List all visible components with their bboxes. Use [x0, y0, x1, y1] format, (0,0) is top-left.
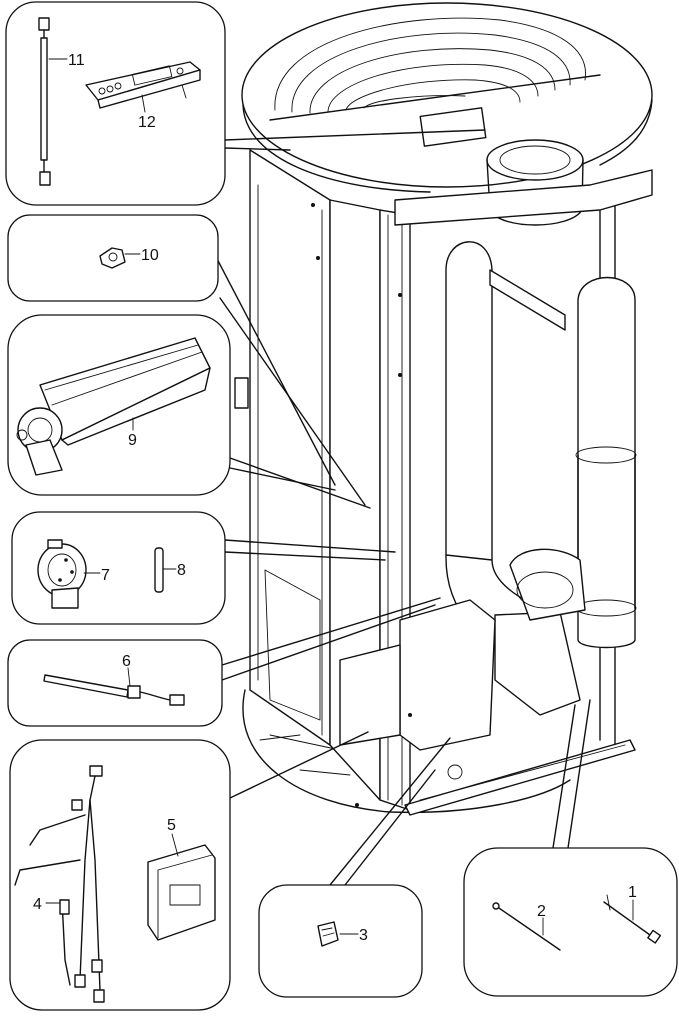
- part-label-4: 4: [33, 896, 42, 913]
- callout-box-1-2: 2 1: [463, 847, 678, 997]
- part-label-1: 1: [628, 884, 637, 901]
- part-8-tube: [154, 547, 177, 593]
- part-label-2: 2: [537, 903, 546, 920]
- part-12-control-panel: [85, 61, 201, 113]
- part-label-10: 10: [141, 247, 159, 264]
- callout-box-6: 6: [7, 639, 223, 727]
- part-1-igniter: [603, 894, 662, 944]
- callout-box-11-12: 11 12: [5, 1, 226, 206]
- part-3-connector: [317, 921, 359, 947]
- callout-box-10: 10: [7, 214, 219, 302]
- callout-box-9: 9: [7, 314, 231, 496]
- callout-box-3: 3: [258, 884, 423, 998]
- main-unit-illustration: [234, 2, 653, 816]
- part-6-probe: [43, 667, 185, 706]
- part-5-control-board: [147, 833, 216, 941]
- leader-lines: [214, 129, 591, 886]
- part-2-electrode: [492, 902, 561, 951]
- part-label-9: 9: [128, 432, 137, 449]
- part-label-11: 11: [68, 52, 85, 69]
- part-9-blower-motor: [16, 337, 211, 476]
- part-11-ribbon-cable: [38, 17, 68, 186]
- part-10-sensor: [99, 247, 141, 269]
- callout-box-7-8: 7 8: [11, 511, 226, 625]
- callout-box-4-5: 4 5: [9, 739, 231, 1011]
- part-4-wiring-harness: [14, 765, 105, 1003]
- part-7-pressure-switch: [37, 539, 101, 609]
- part-label-8: 8: [177, 562, 186, 579]
- part-label-6: 6: [122, 653, 131, 670]
- part-label-3: 3: [359, 927, 368, 944]
- part-label-7: 7: [101, 567, 110, 584]
- part-label-12: 12: [138, 114, 156, 131]
- part-label-5: 5: [167, 817, 176, 834]
